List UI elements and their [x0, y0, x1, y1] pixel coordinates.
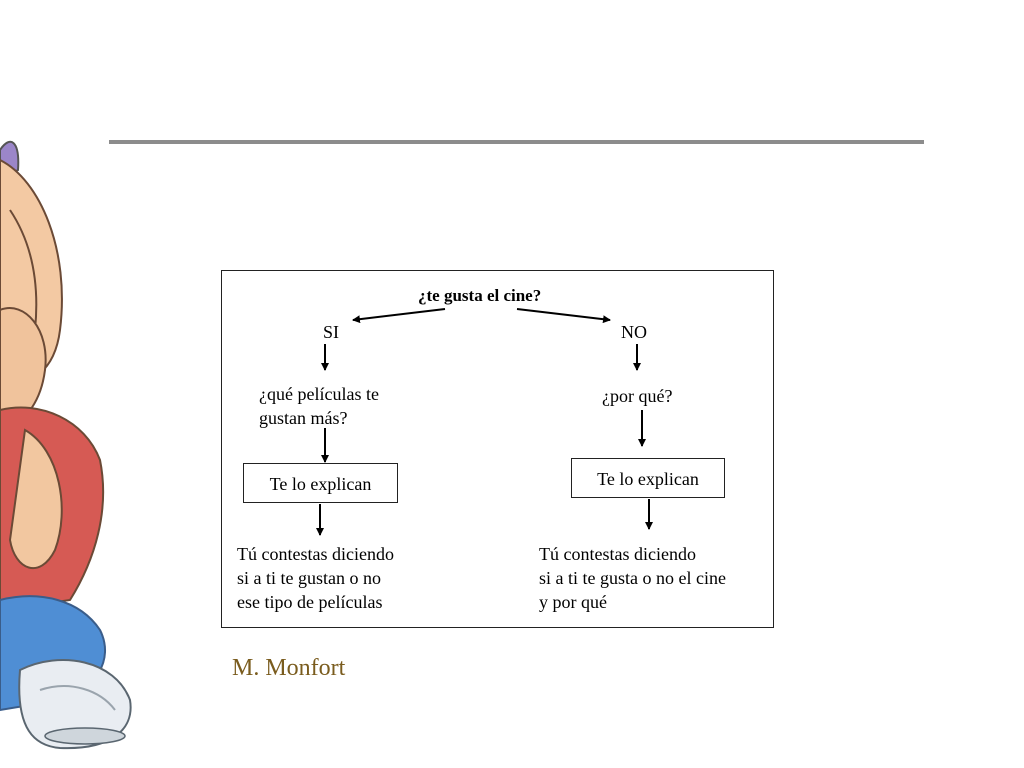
no-answer-line: Tú contestas diciendo: [539, 544, 696, 564]
no-explanation-box: Te lo explican: [571, 458, 725, 498]
no-answer-line: si a ti te gusta o no el cine: [539, 568, 726, 588]
no-answer-line: y por qué: [539, 592, 607, 612]
branch-label-si: SI: [323, 322, 340, 342]
si-explanation-box: Te lo explican: [243, 463, 398, 503]
si-answer-line: ese tipo de películas: [237, 592, 383, 612]
si-followup-question-line: ¿qué películas te: [259, 384, 379, 404]
no-followup-question: ¿por qué?: [602, 386, 673, 406]
flowchart-root-question: ¿te gusta el cine?: [418, 286, 542, 305]
flowchart-frame: [221, 270, 774, 628]
branch-label-no: NO: [621, 322, 647, 342]
si-answer-text: Tú contestas diciendo si a ti te gustan …: [237, 542, 394, 614]
si-answer-line: si a ti te gustan o no: [237, 568, 381, 588]
si-followup-question: ¿qué películas te gustan más?: [259, 382, 379, 430]
cartoon-character-illustration: [0, 140, 132, 750]
si-followup-question-line: gustan más?: [259, 408, 348, 428]
top-divider-rule: [109, 140, 924, 144]
si-answer-line: Tú contestas diciendo: [237, 544, 394, 564]
no-answer-text: Tú contestas diciendo si a ti te gusta o…: [539, 542, 726, 614]
author-credit: M. Monfort: [232, 655, 346, 681]
